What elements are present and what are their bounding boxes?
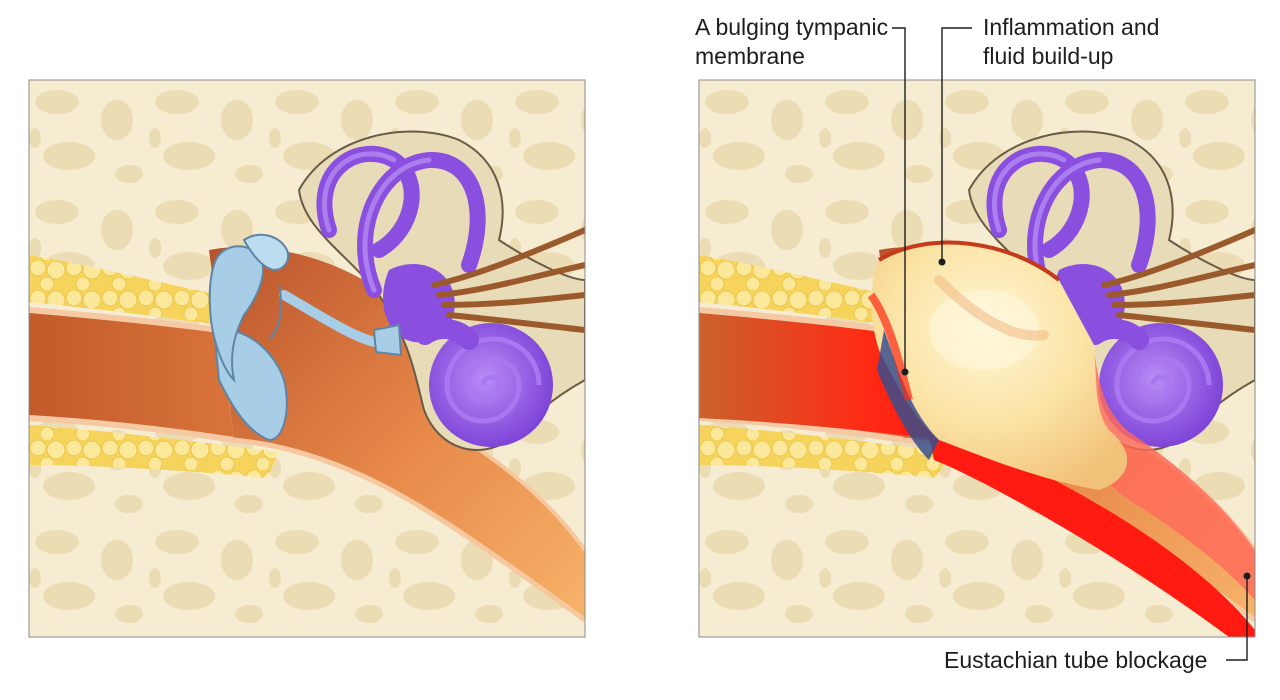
inflamed-ear-frame [698,79,1256,638]
normal-ear-panel [29,80,585,637]
normal-ear-frame [28,79,586,638]
eustachian-label-text: Eustachian tube blockage [944,647,1208,673]
bulging-tympanic-line1: A bulging tympanic [695,14,889,40]
bulging-tympanic-line2: membrane [695,43,805,69]
callout-leaders [892,27,1251,661]
bulging-tympanic-membrane-label: A bulging tympanic membrane [695,13,888,71]
inflammation-line1: Inflammation and [983,14,1160,40]
eustachian-tube-blockage-label: Eustachian tube blockage [944,646,1207,675]
inflammation-line2: fluid build-up [983,43,1114,69]
inflammation-fluid-label: Inflammation and fluid build-up [983,13,1159,71]
inflamed-ear-panel [699,80,1255,637]
